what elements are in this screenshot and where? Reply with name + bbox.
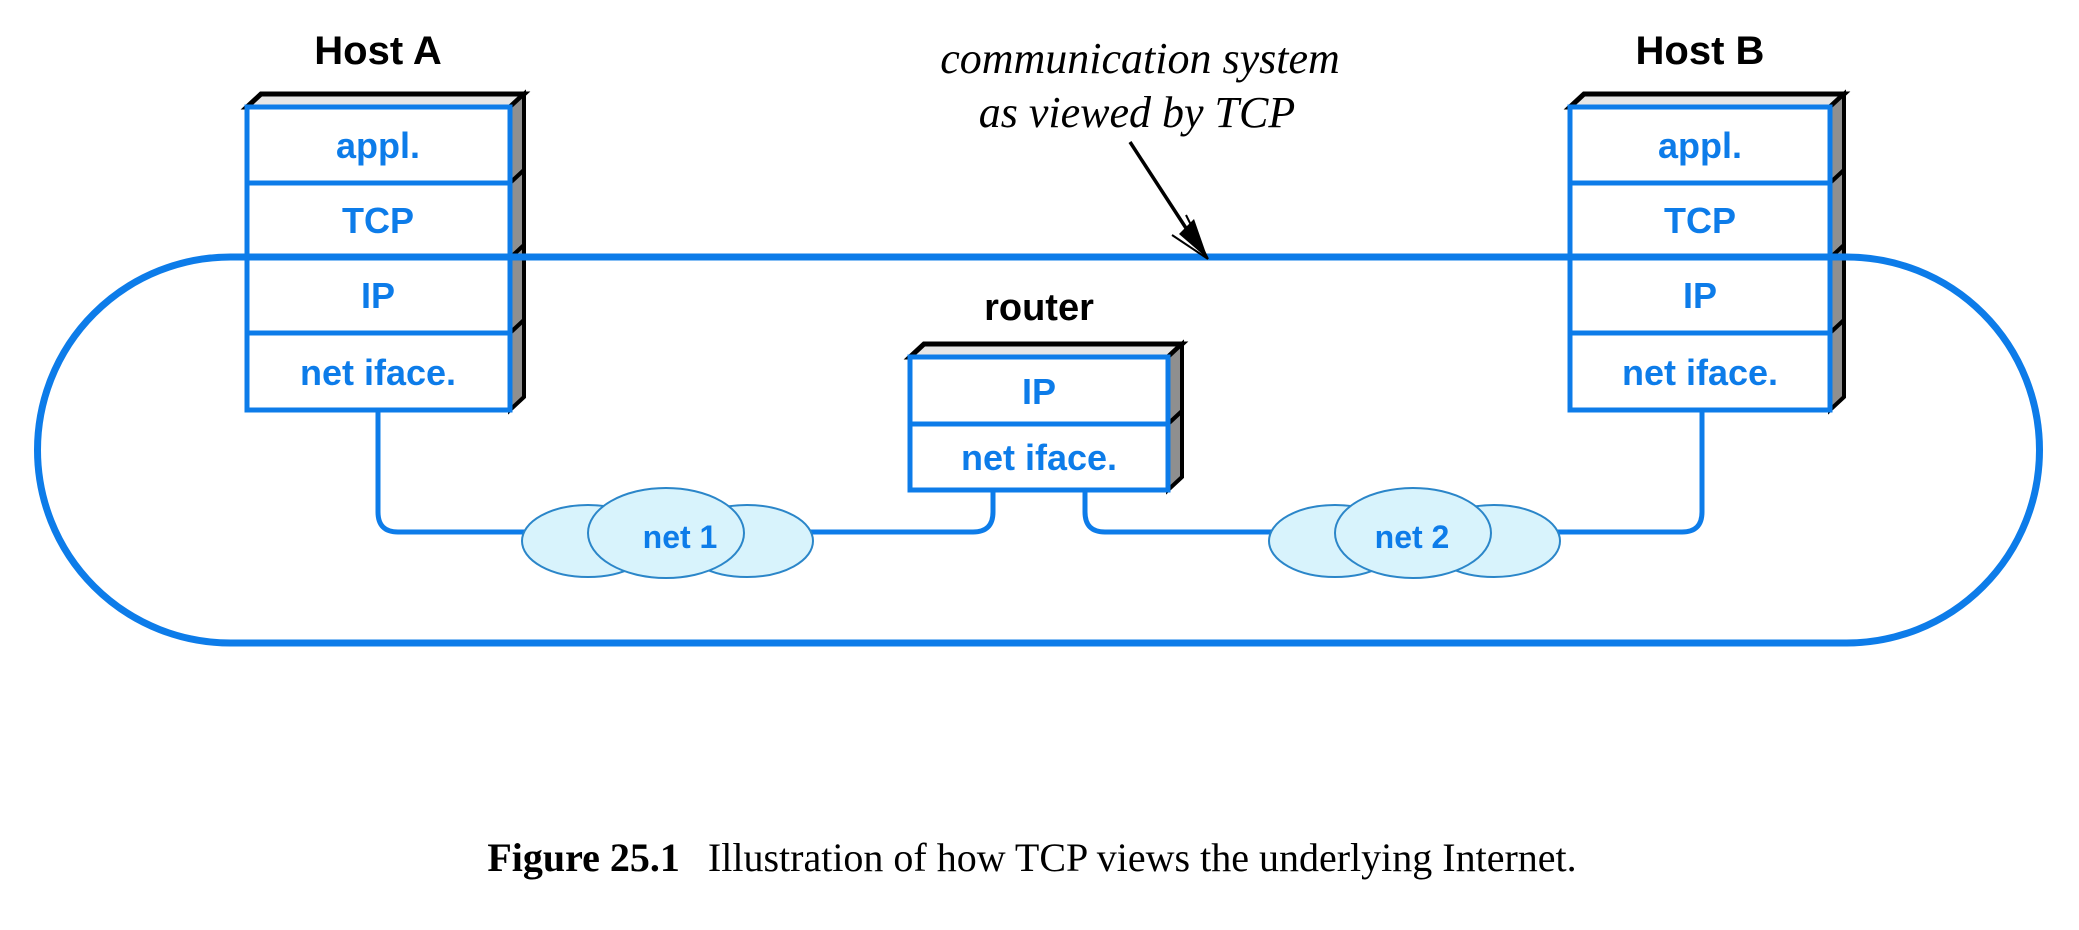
host-b-layer-appl-box [1567, 104, 1833, 186]
host-b-stack [1563, 89, 1851, 415]
annotation-line1: communication system [940, 34, 1340, 83]
tcp-communication-system-outline [34, 253, 2043, 647]
host-a-stack [240, 89, 531, 415]
annotation-arrow-head [1179, 219, 1208, 259]
host-a-layer-netiface: net iface. [300, 352, 456, 393]
net2-cloud-center-lobe [1334, 487, 1492, 579]
router-layer-ip: IP [1022, 371, 1056, 412]
annotation-line2: as viewed by TCP [979, 88, 1296, 137]
router-labels: router IP net iface. [961, 287, 1117, 478]
net1-cloud: net 1 [521, 487, 814, 579]
net2-to-host-b-link [1547, 407, 1705, 535]
host-a-labels: Host A appl. TCP IP net iface. [300, 29, 456, 393]
host-b-layer-ip: IP [1683, 275, 1717, 316]
router-title: router [984, 287, 1094, 329]
host-b-layer-tcp-box [1567, 180, 1833, 261]
figure-caption-text: Illustration of how TCP views the underl… [708, 835, 1577, 880]
net2-label: net 2 [1375, 519, 1450, 555]
host-b-layer-tcp: TCP [1664, 200, 1736, 241]
net1-to-router-link [800, 487, 996, 535]
router-layer-ip-box [907, 354, 1171, 427]
host-a-layer-tcp: TCP [342, 200, 414, 241]
network-connectors [375, 407, 1705, 535]
host-b-layer-appl: appl. [1658, 125, 1742, 166]
host-a-layer-ip: IP [361, 275, 395, 316]
figure-caption: Figure 25.1 Illustration of how TCP view… [487, 835, 1576, 880]
net2-cloud: net 2 [1268, 487, 1561, 579]
net1-cloud-center-lobe [587, 487, 745, 579]
net1-label: net 1 [643, 519, 718, 555]
router-layer-netiface-box [907, 421, 1171, 493]
host-a-to-net1-link [375, 407, 535, 535]
host-b-labels: Host B appl. TCP IP net iface. [1622, 29, 1778, 393]
annotation-arrow-fan1 [1171, 234, 1209, 260]
router-stack [903, 339, 1189, 495]
annotation: communication system as viewed by TCP [940, 34, 1340, 260]
host-b-title: Host B [1636, 29, 1765, 73]
host-b-layer-netiface: net iface. [1622, 352, 1778, 393]
host-a-title: Host A [314, 29, 441, 73]
host-a-layer-appl: appl. [336, 125, 420, 166]
router-layer-netiface: net iface. [961, 437, 1117, 478]
router-to-net2-link [1082, 487, 1281, 535]
figure-caption-number: Figure 25.1 [487, 835, 680, 880]
annotation-arrow [1128, 141, 1209, 260]
